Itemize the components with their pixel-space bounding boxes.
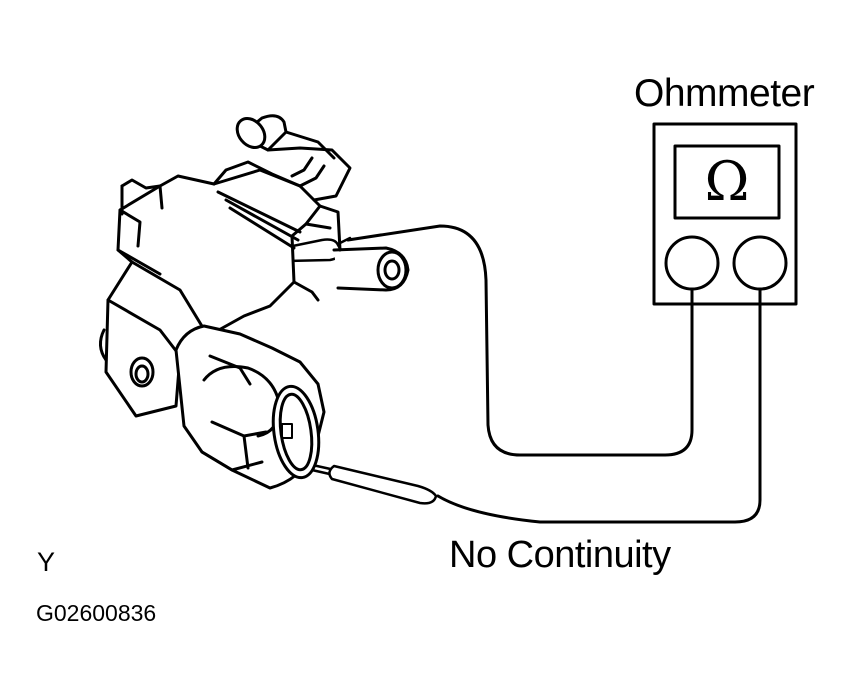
view-code-label: Y (37, 547, 56, 577)
omega-icon: Ω (704, 150, 750, 213)
ohmmeter-label: Ohmmeter (634, 72, 815, 115)
vacuum-switching-valve (99, 114, 410, 490)
test-leads (346, 224, 762, 524)
no-continuity-label: No Continuity (449, 534, 671, 576)
ohmmeter-device (652, 122, 798, 306)
figure-id-label: G02600836 (36, 600, 157, 626)
